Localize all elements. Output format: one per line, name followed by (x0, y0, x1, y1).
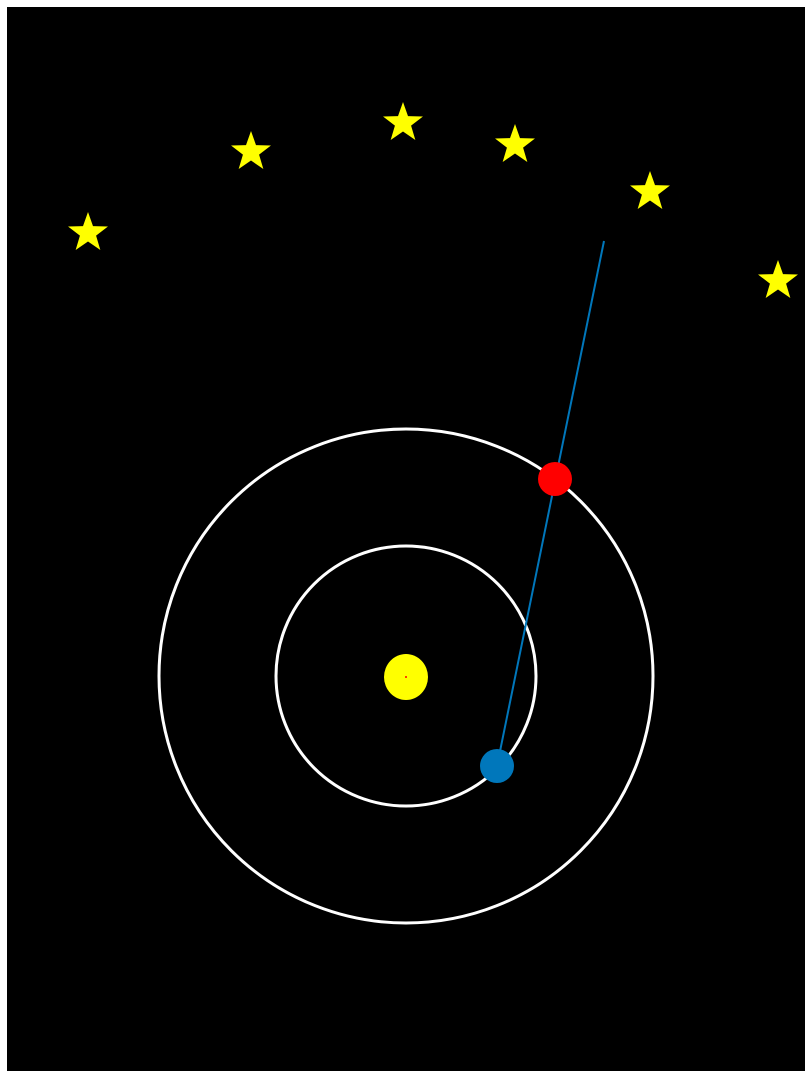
orbit-diagram (7, 7, 805, 1071)
space-background (7, 7, 805, 1071)
outer-planet (538, 462, 572, 496)
inner-planet (480, 749, 514, 783)
solar-system-canvas (7, 7, 805, 1071)
sun-center-mark (405, 676, 407, 678)
